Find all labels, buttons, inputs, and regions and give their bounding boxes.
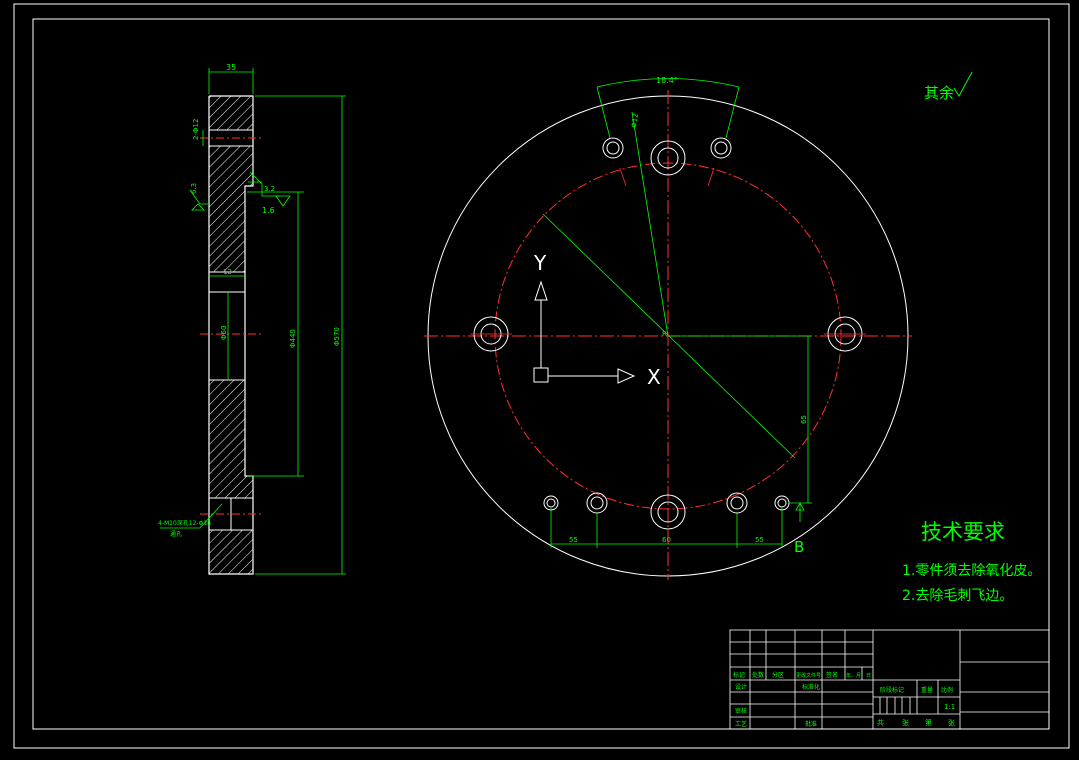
tb-sheet-num-unit: 张 [948,718,955,727]
datum-label: B [794,538,804,556]
tb-label-change: 更改文件号 [796,672,821,679]
tech-req-item-2: 2.去除毛刺飞边。 [902,588,1013,604]
hole-bottom-r1 [726,492,748,514]
outer-border [13,3,1070,749]
tb-label-mark: 标记 [733,671,745,679]
dim-side-hole-note: 4-M10深孔12-Φ16 [158,519,211,527]
dim-arc-angle: 18.4° [656,76,678,85]
tb-label-sign: 签名 [826,671,838,679]
dim-bottom-right: 55 [755,536,764,544]
hole-top-left [602,137,624,159]
hole-bottom-r2 [774,495,790,511]
section-hatch-lower [209,380,245,476]
tb-sheet-total: 共 [877,718,884,727]
ucs-icon [533,280,636,384]
dim-roughness-right: 3.2 [264,185,275,193]
tb-check: 审核 [735,707,747,715]
axis-x-label: X [647,365,661,389]
hole-bottom-l1 [586,492,608,514]
roughness-symbol [953,71,973,97]
tb-standardize: 标准化 [802,683,820,691]
section-hatch-top [209,96,253,130]
title-block-text: 标记 处数 分区 更改文件号 签名 年、月、日 设计 标准化 审核 工艺 批准 … [733,671,955,728]
dim-center-dia: Φ60 [220,326,228,340]
tech-req-item-1: 1.零件须去除氧化皮。 [902,563,1041,579]
section-hatch-bottom [209,476,253,498]
tb-scale: 比例 [941,686,953,694]
section-hatch-upper [209,146,253,186]
tb-label-zone: 分区 [772,671,784,679]
dim-step: 12 [223,268,232,276]
dim-outer-dia: Φ570 [333,327,341,346]
dim-inner-dia: Φ440 [289,329,297,348]
tb-stage-mark: 阶段标记 [880,686,904,694]
dim-side-hole-note2: 通孔 [170,530,182,538]
inner-border [32,18,1050,730]
dim-bottom-left: 55 [569,536,578,544]
tb-scale-value: 1:1 [944,703,955,711]
roughness-note: 其余 [924,84,954,102]
dim-roughness-left: 6.3 [190,183,198,194]
tb-process: 工艺 [735,720,747,728]
hole-top-right [710,137,732,159]
section-hatch-base [209,530,253,574]
hole-bottom-l2 [543,495,559,511]
center-mark: R [662,330,667,338]
dim-hole-dia: Φ12 [630,113,640,128]
section-hatch-web [209,186,245,272]
tb-approve: 批准 [805,720,817,728]
hole-top-large [650,140,686,176]
dim-flatness: 1.6 [262,206,275,215]
tb-label-count: 处数 [752,671,764,679]
angle-arc [596,78,740,88]
plan-view: 18.4° Φ12 R 65 55 60 55 B [424,76,912,580]
hole-bottom-large [650,494,686,530]
axis-y-label: Y [533,251,547,275]
dim-bore-hole: 2-Φ12 [192,119,200,140]
tb-design: 设计 [735,683,747,691]
section-view: 35 2-Φ12 6.3 3.2 1.6 12 Φ60 Φ440 Φ570 4-… [158,63,346,575]
dim-bottom-mid: 60 [662,536,671,544]
tb-sheet-num: 第 [925,718,932,727]
section-outline [208,95,254,575]
tb-sheet-total-unit: 张 [902,718,909,727]
tb-label-date: 年、月、日 [846,672,871,679]
tb-weight: 重量 [921,686,933,694]
tech-req-title: 技术要求 [921,520,1005,544]
dim-top-width: 35 [226,63,236,72]
dim-vertical: 65 [800,415,808,424]
title-block [729,629,1050,730]
